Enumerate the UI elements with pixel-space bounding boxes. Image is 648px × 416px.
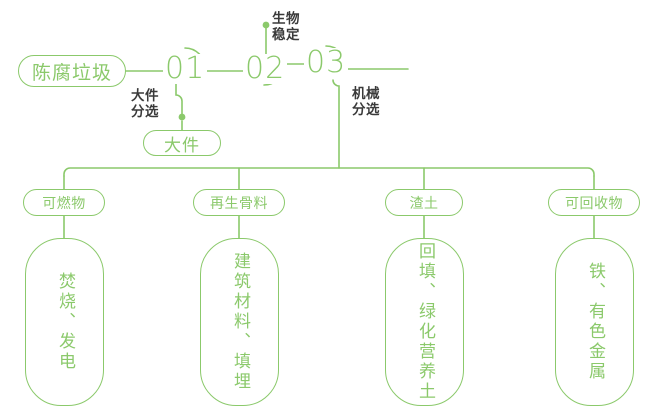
- node-source-waste[interactable]: 陈腐垃圾: [18, 55, 126, 87]
- branch-pill-1[interactable]: 可燃物: [23, 189, 105, 216]
- branch-pill-4[interactable]: 可回收物: [548, 189, 640, 216]
- wire-dot-biostable: [262, 21, 270, 29]
- step-number-01[interactable]: 01: [163, 51, 208, 86]
- result-box-2[interactable]: 建筑材料、填埋: [200, 238, 279, 406]
- step-note-01: 大件 分选: [131, 88, 159, 121]
- result-box-3-text: 回填、绿化营养土: [414, 242, 435, 402]
- branch-pill-4-label: 可回收物: [565, 195, 623, 212]
- step-number-02[interactable]: 02: [243, 51, 288, 86]
- node-source-waste-label: 陈腐垃圾: [31, 61, 112, 84]
- branch-pill-3-label: 渣土: [409, 195, 439, 212]
- step-note-02: 生物 稳定: [272, 11, 300, 44]
- node-output-bulky-label: 大件: [164, 135, 200, 156]
- branch-pill-3[interactable]: 渣土: [385, 189, 463, 216]
- result-box-4-text: 铁、有色金属: [584, 262, 605, 382]
- result-box-3[interactable]: 回填、绿化营养土: [385, 238, 464, 406]
- branch-pill-1-label: 可燃物: [42, 195, 86, 212]
- wire-distribution-bus: [63, 167, 595, 177]
- branch-pill-2[interactable]: 再生骨料: [193, 189, 285, 216]
- branch-pill-2-label: 再生骨料: [210, 195, 268, 212]
- step-number-03[interactable]: 03: [304, 45, 349, 80]
- step-note-03: 机械 分选: [352, 86, 380, 119]
- result-box-1[interactable]: 焚烧、发电: [25, 238, 104, 406]
- result-box-1-text: 焚烧、发电: [54, 272, 75, 372]
- wire-03-to-bus: [332, 79, 340, 169]
- result-box-4[interactable]: 铁、有色金属: [555, 238, 634, 406]
- node-output-bulky[interactable]: 大件: [143, 130, 221, 156]
- wire-dot-bulky: [178, 113, 186, 121]
- result-box-2-text: 建筑材料、填埋: [229, 252, 250, 392]
- wire-01-to-bulky: [175, 77, 183, 116]
